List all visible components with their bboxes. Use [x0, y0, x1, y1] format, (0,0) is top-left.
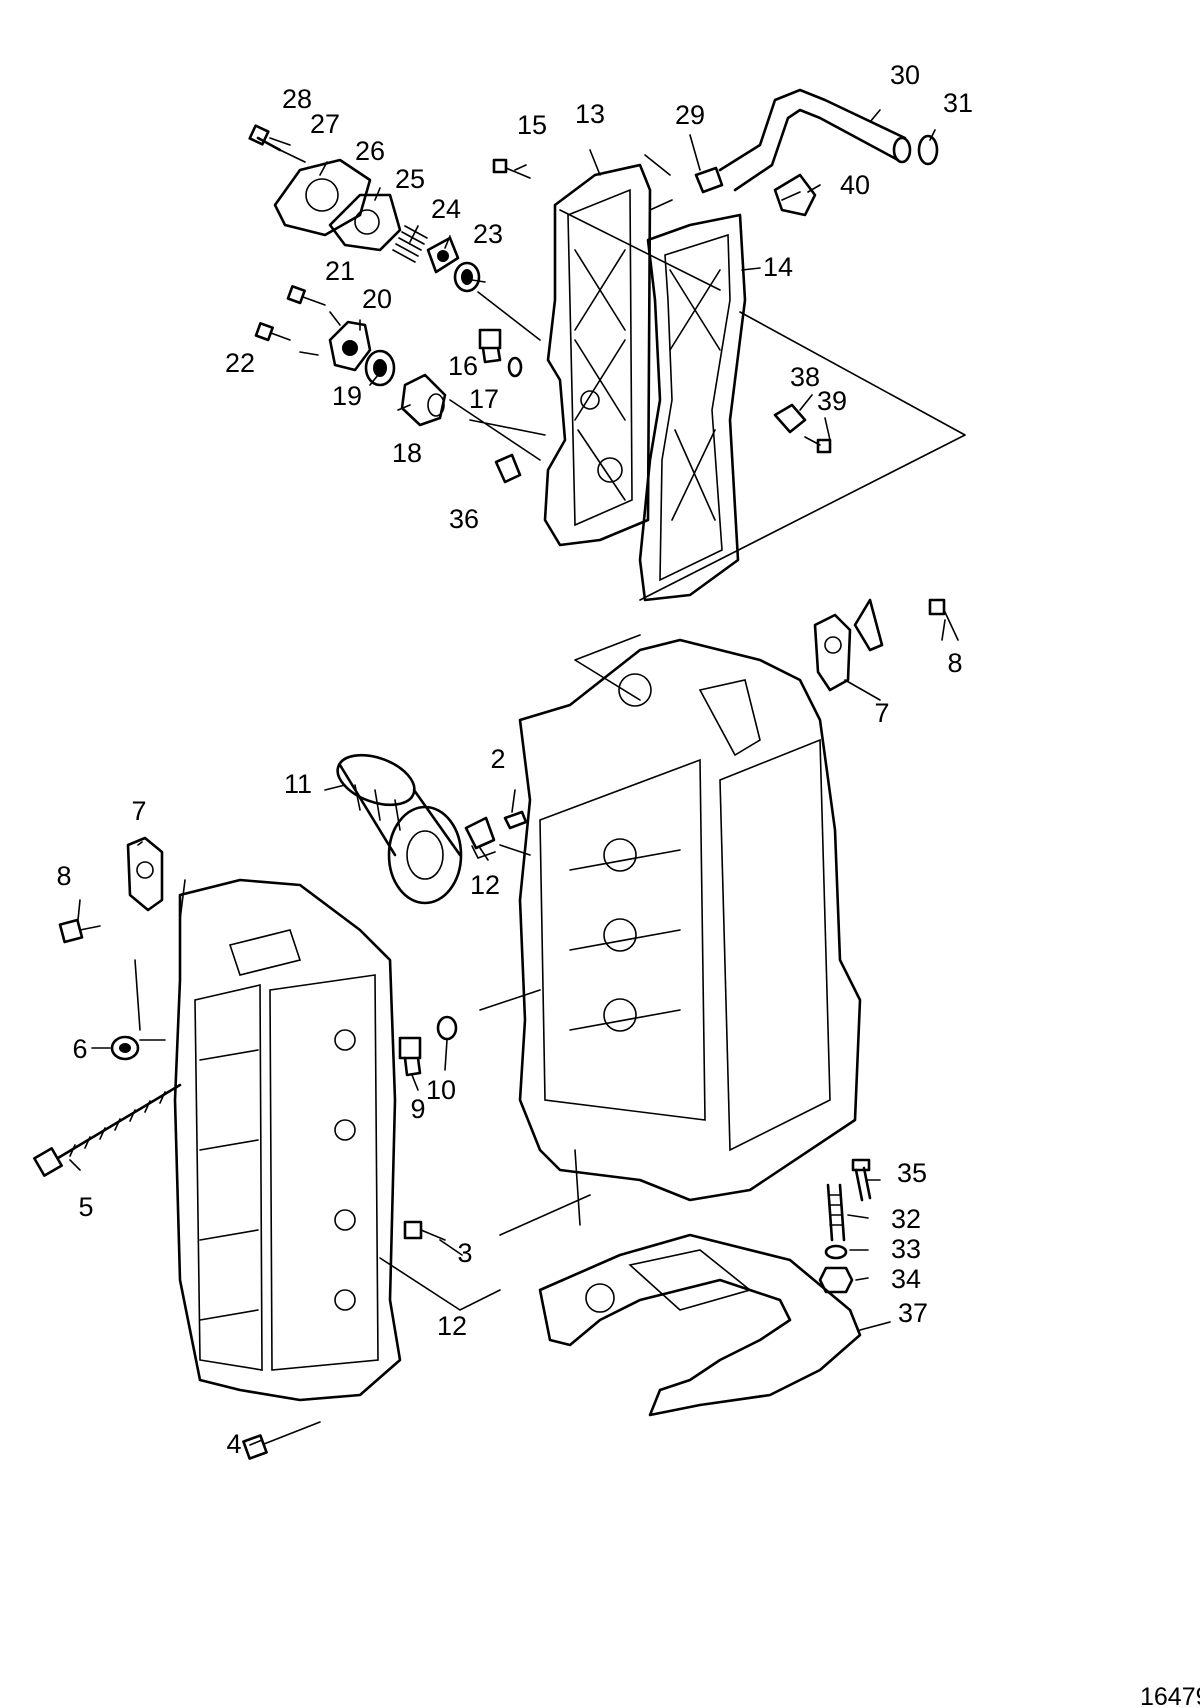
clamp-31	[917, 134, 939, 166]
callout-6: 6	[72, 1034, 87, 1064]
callout-27: 27	[310, 109, 340, 139]
callout-8: 8	[56, 861, 71, 891]
callout-10: 10	[426, 1075, 456, 1105]
callout-22: 22	[225, 348, 255, 378]
callout-8: 8	[947, 648, 962, 678]
bolt-8b	[58, 918, 101, 944]
callout-30: 30	[890, 60, 920, 90]
stud-35	[851, 1158, 872, 1202]
callout-21: 21	[325, 256, 355, 286]
callout-7: 7	[131, 796, 146, 826]
cylinder-block	[173, 878, 402, 1402]
fitting-12a	[464, 816, 496, 859]
callout-40: 40	[840, 170, 870, 200]
callout-20: 20	[362, 284, 392, 314]
lever-7a	[853, 598, 884, 652]
callout-9: 9	[410, 1094, 425, 1124]
bolt-15	[492, 158, 531, 179]
callout-18: 18	[392, 438, 422, 468]
callout-34: 34	[891, 1264, 921, 1294]
thermostat-cover-27	[273, 158, 372, 237]
hose-30	[718, 88, 912, 192]
fitting-6	[110, 1035, 140, 1061]
callout-28: 28	[282, 84, 312, 114]
plug-16	[478, 328, 502, 364]
washer-10	[436, 1015, 458, 1041]
callout-13: 13	[575, 99, 605, 129]
callout-37: 37	[898, 1298, 928, 1328]
bolt-5	[33, 1083, 182, 1177]
callout-26: 26	[355, 136, 385, 166]
callout-2: 2	[490, 744, 505, 774]
leader-lines	[69, 109, 966, 1446]
callout-4: 4	[226, 1429, 241, 1459]
callout-39: 39	[817, 386, 847, 416]
callout-7: 7	[874, 698, 889, 728]
callout-11: 11	[284, 769, 312, 799]
clamp-40	[773, 173, 817, 217]
callout-12: 12	[470, 870, 500, 900]
thermostat-gasket-26	[328, 193, 402, 252]
callout-24: 24	[431, 194, 461, 224]
callout-12: 12	[437, 1311, 467, 1341]
bolt-22	[254, 322, 291, 342]
callout-33: 33	[891, 1234, 921, 1264]
bolt-39	[804, 436, 832, 454]
callout-14: 14	[763, 252, 793, 282]
callout-32: 32	[891, 1204, 921, 1234]
fitting-29	[694, 166, 724, 194]
bolt-4	[242, 1421, 321, 1460]
callout-35: 35	[897, 1158, 927, 1188]
anode-bracket-38	[773, 403, 807, 434]
callout-16: 16	[448, 351, 478, 381]
callout-38: 38	[790, 362, 820, 392]
callout-19: 19	[332, 381, 362, 411]
callout-31: 31	[943, 88, 973, 118]
exhaust-cover-gasket-14	[638, 213, 747, 602]
plug-9	[398, 1036, 422, 1077]
seal-19	[364, 349, 396, 387]
callout-17: 17	[469, 384, 499, 414]
thermostat-24	[426, 236, 460, 274]
washer-17	[507, 356, 523, 378]
stud-32	[826, 1183, 846, 1242]
dowel-pin-2	[503, 810, 528, 830]
figure-id: 16479	[1140, 1683, 1200, 1708]
callout-15: 15	[517, 110, 547, 140]
washer-33	[824, 1244, 848, 1260]
nut-34	[818, 1266, 854, 1294]
bolt-21	[286, 285, 326, 306]
spring-25	[392, 225, 428, 263]
grommet-23	[453, 261, 481, 293]
callout-3: 3	[457, 1238, 472, 1268]
bolt-8a	[928, 598, 959, 641]
mount-plate-7b	[126, 836, 164, 912]
exhaust-cover-13	[543, 163, 652, 547]
sleeve-18	[400, 373, 447, 427]
dowel-36	[494, 453, 522, 484]
crankcase-block	[518, 638, 862, 1202]
callout-5: 5	[78, 1192, 93, 1222]
oil-filter-11	[336, 753, 463, 905]
callout-36: 36	[449, 504, 479, 534]
mount-plate-7a	[813, 613, 852, 692]
sensor-housing-20	[328, 320, 372, 372]
bolt-28	[248, 124, 306, 163]
callout-25: 25	[395, 164, 425, 194]
bolt-3	[403, 1220, 446, 1241]
callout-29: 29	[675, 100, 705, 130]
callout-23: 23	[473, 219, 503, 249]
gasket-37	[538, 1233, 862, 1417]
